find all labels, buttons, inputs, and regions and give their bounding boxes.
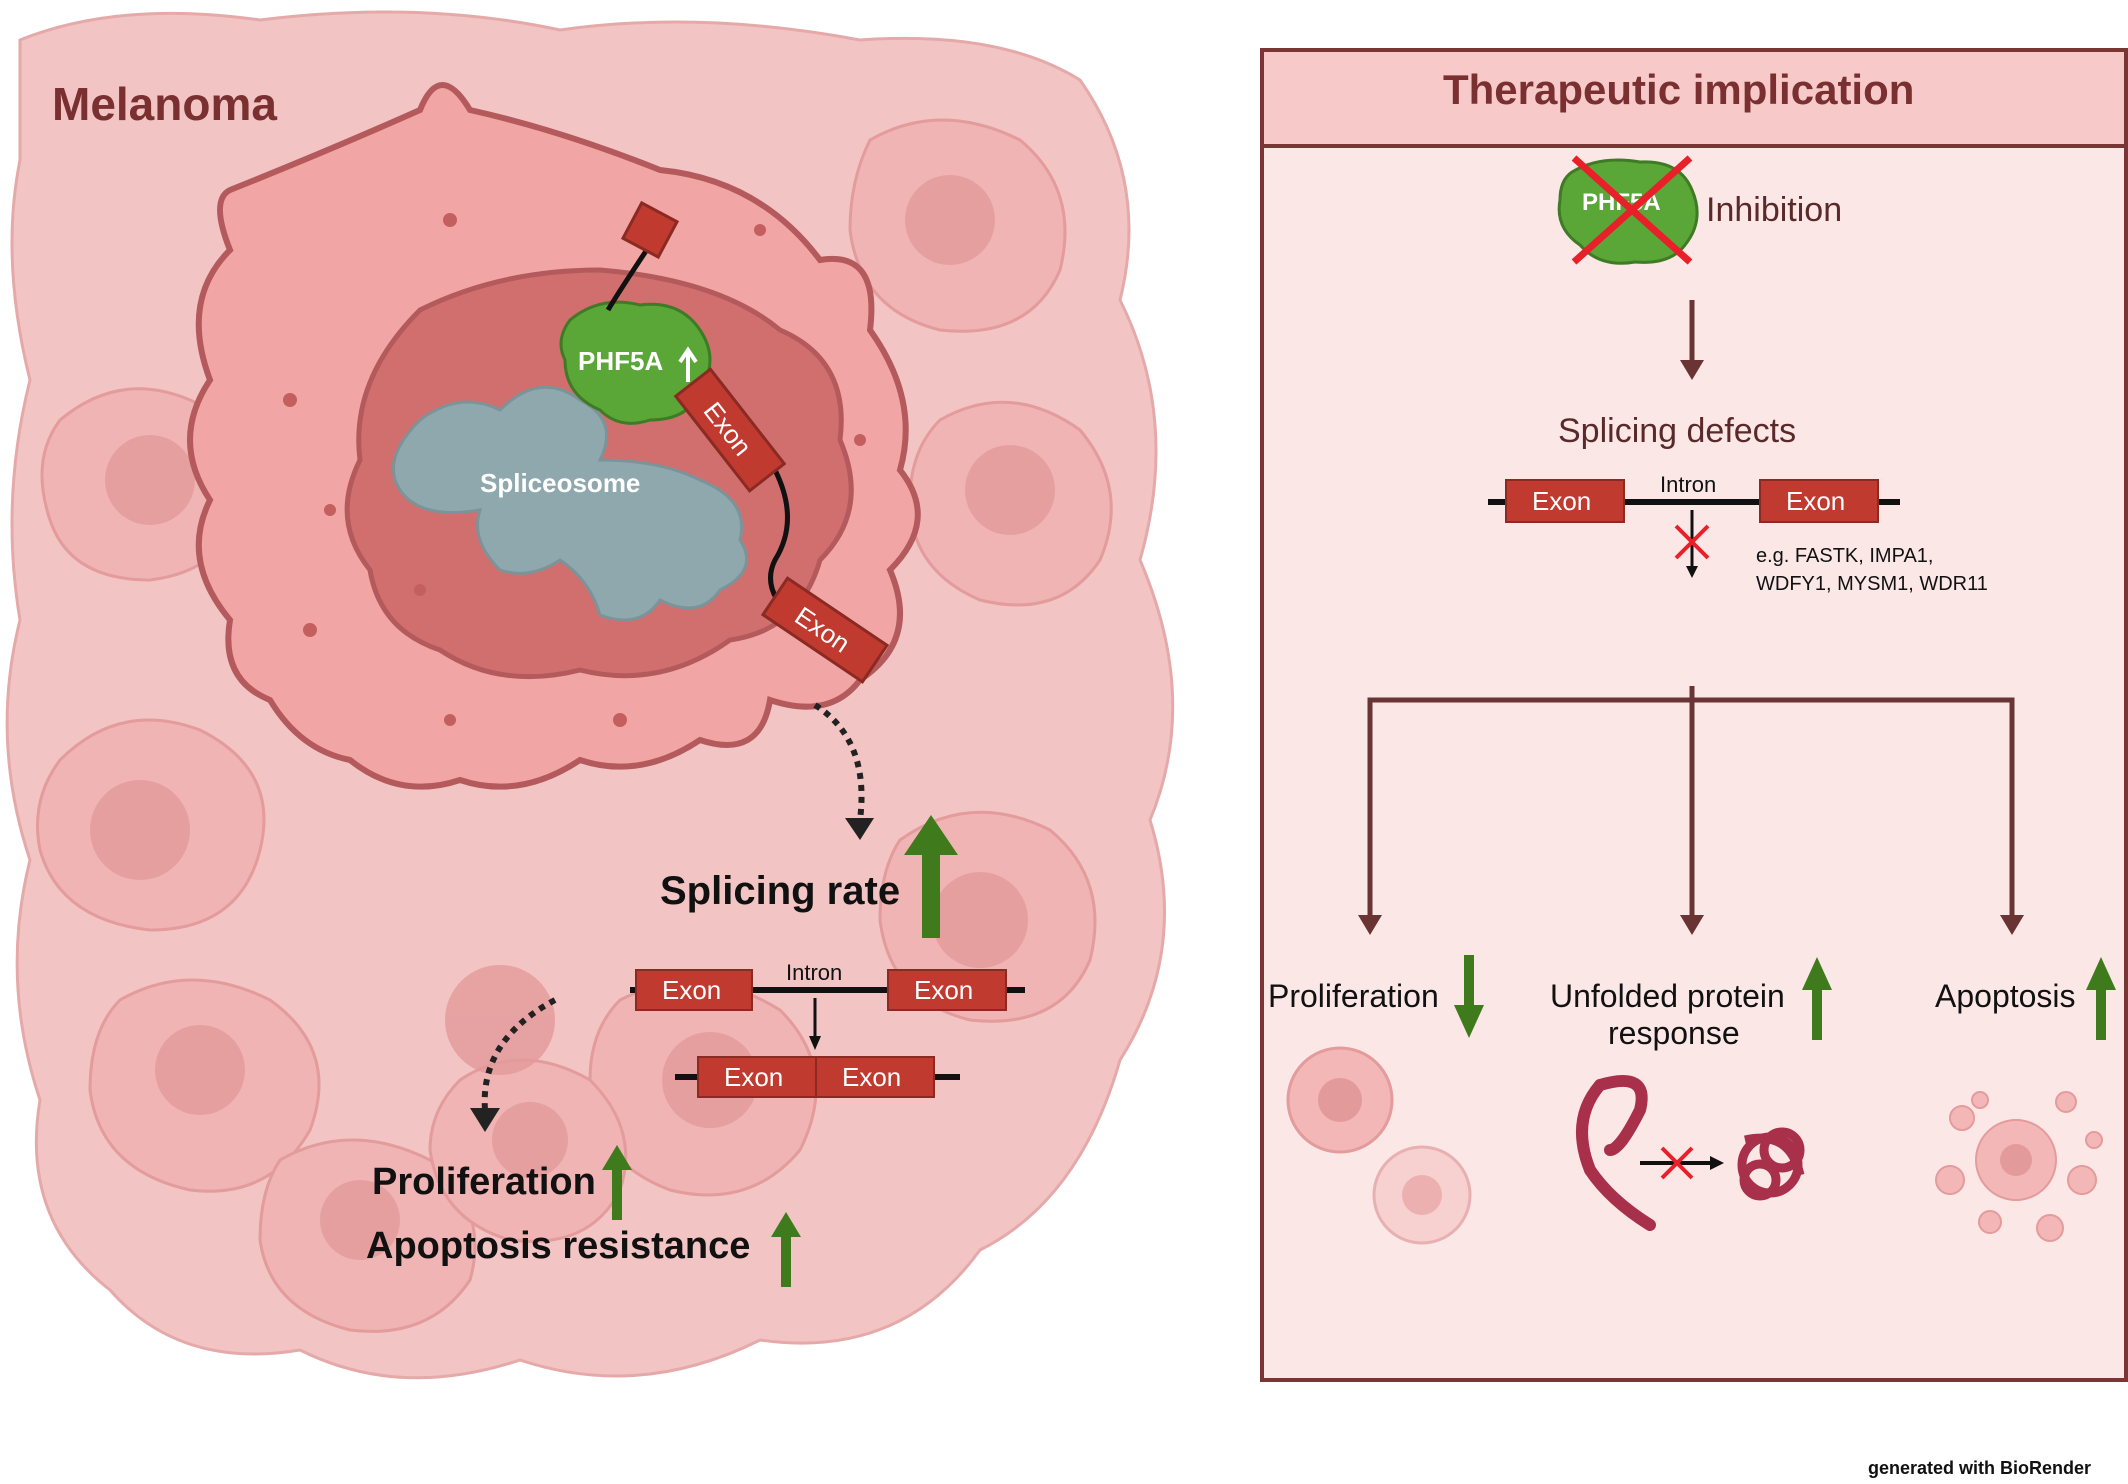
blocked-x-icon [1674,524,1710,560]
dotted-arrow-head-icon [470,1108,500,1132]
splicing-defects-label: Splicing defects [1558,412,1796,450]
spliceosome [391,385,749,622]
blocked-x-icon [1660,1146,1694,1180]
biorender-credit: generated with BioRender [1868,1458,2091,1478]
therapeutic-panel: Therapeutic implication PHF5A Inhibition… [1260,48,2128,1382]
melanoma-title: Melanoma [52,78,277,130]
green-up-arrow-icon [904,815,958,938]
exon-block [815,1056,935,1098]
exon-block: Exon [673,367,787,493]
green-down-arrow-icon [1454,955,1484,1038]
inhibition-label: Inhibition [1706,191,1842,229]
green-up-arrow-icon [771,1212,801,1287]
exon-label: Exon [724,1062,783,1092]
dotted-arrow [813,702,865,821]
dotted-arrow-head-icon [845,818,874,840]
exon-block [1505,479,1625,523]
exon-block [887,969,1007,1011]
dotted-arrow [481,997,557,1111]
panel-header [1260,48,2128,148]
exon-label: Exon [842,1062,901,1092]
green-up-arrow-icon [2086,957,2116,1040]
intron-label: Intron [786,960,842,985]
spliceosome-label: Spliceosome [480,468,640,498]
proliferation-label: Proliferation [372,1161,596,1203]
cytoplasm-dots [283,213,866,727]
branch-arrow-heads [1358,915,2024,935]
exon-label: Exon [914,975,973,1005]
pre-mrna-strand [605,243,653,312]
exon-label: Exon [1786,486,1845,516]
apoptosis-resistance-label: Apoptosis resistance [366,1225,750,1267]
flow-arrow-head-icon [1680,915,1704,935]
intron-label: Intron [1660,472,1716,497]
flow-arrow-head-icon [1680,360,1704,380]
exon-block [635,969,753,1011]
outcome-proliferation: Proliferation [1268,978,1439,1014]
cell-nuclei [90,175,1055,1260]
phf5a-up-arrow-icon [678,346,698,382]
melanoma-tissue: Spliceosome PHF5A Exon Exon Melanoma Spl… [5,10,1175,1380]
panel-title: Therapeutic implication [1443,66,1914,113]
outcome-upr-line1: Unfolded protein [1550,978,1785,1014]
examples-line1: e.g. FASTK, IMPA1, [1756,545,1933,567]
outcome-apoptosis: Apoptosis [1935,978,2076,1014]
exon-block [697,1056,817,1098]
branch-arrows [1367,686,2015,920]
exon-block [1759,479,1879,523]
splicing-schematic: Exon Exon Intron Exon Exon [630,960,1025,1098]
exon-label: Exon [662,975,721,1005]
green-up-arrow-icon [602,1145,632,1220]
cap-block [620,200,680,260]
examples-line2: WDFY1, MYSM1, WDR11 [1756,573,1988,595]
unfolded-protein-icon [1576,1075,1805,1231]
green-up-arrow-icon [1802,957,1832,1040]
splicing-rate-label: Splicing rate [660,869,900,913]
defect-schematic: Exon Exon Intron e.g. FASTK, IMPA1, WDFY… [1488,472,1988,595]
apoptotic-cell-icon [1935,1091,2103,1242]
flow-arrow-head-icon [2000,915,2024,935]
outcome-upr-line2: response [1608,1015,1740,1051]
proliferating-cells-icon [1286,1046,1472,1245]
phf5a-label: PHF5A [578,346,663,376]
misfolded-protein-icon [1737,1127,1805,1201]
exon-label: Exon [1532,486,1591,516]
inhibition-x-icon [1571,155,1693,265]
flow-arrow-head-icon [1358,915,1382,935]
